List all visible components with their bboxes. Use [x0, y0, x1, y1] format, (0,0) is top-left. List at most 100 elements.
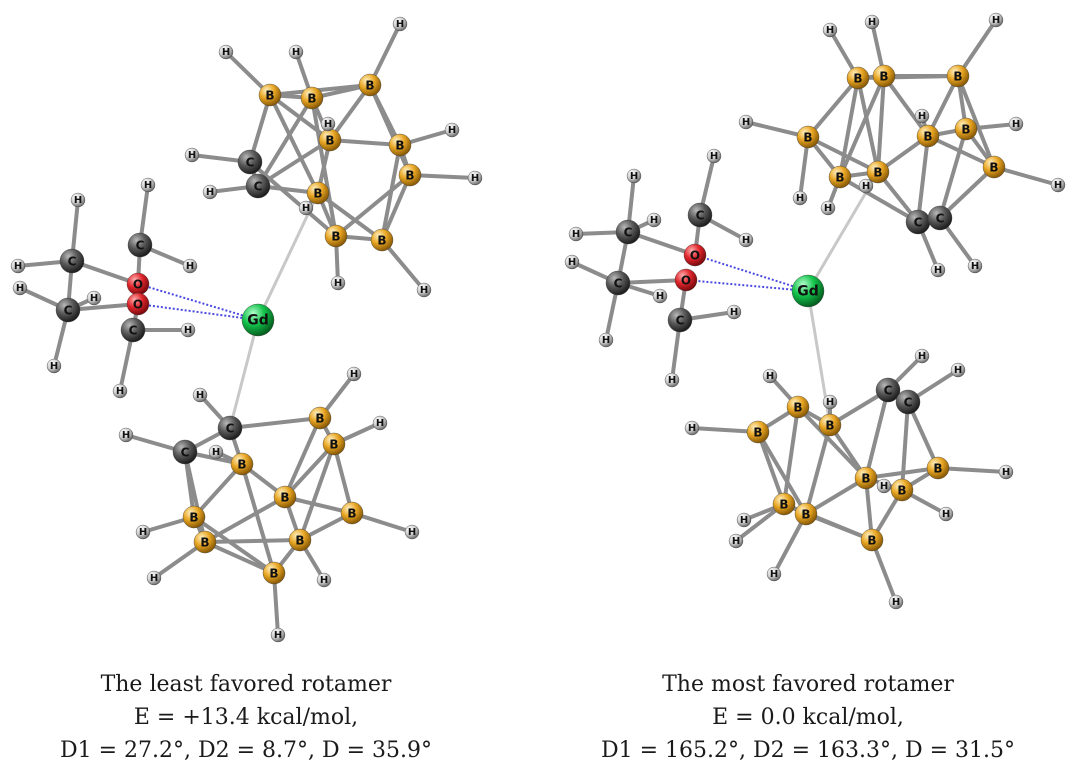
atom-label-h: H [918, 351, 926, 362]
atom-label-b: B [269, 567, 278, 581]
left-atom-o: O [126, 272, 150, 296]
right-atom-h: H [792, 190, 808, 206]
atom-label-b: B [897, 484, 906, 498]
least-favored-energy: E = +13.4 kcal/mol, [133, 705, 359, 730]
atom-label-h: H [74, 195, 82, 206]
right-atom-h: H [598, 332, 614, 348]
atom-label-c: C [246, 156, 255, 170]
left-atom-b: B [322, 432, 346, 456]
right-atom-o: O [683, 243, 707, 267]
right-atom-h: H [738, 114, 754, 130]
atom-label-h: H [971, 261, 979, 272]
atom-label-b: B [923, 130, 932, 144]
least-favored-title: The least favored rotamer [100, 672, 392, 697]
atom-label-b: B [265, 89, 274, 103]
atom-label-b: B [313, 187, 322, 201]
atom-label-h: H [710, 151, 718, 162]
bond [900, 400, 910, 492]
atom-label-h: H [942, 509, 950, 520]
left-atom-h: H [146, 570, 162, 586]
left-atom-c: C [245, 173, 271, 199]
atom-label-h: H [376, 418, 384, 429]
right-atom-h: H [876, 478, 892, 494]
bond [368, 22, 402, 87]
atom-label-h: H [796, 193, 804, 204]
bond [806, 76, 860, 139]
atom-label-c: C [136, 239, 145, 253]
atom-label-h: H [656, 291, 664, 302]
atom-label-h: H [1012, 119, 1020, 130]
atom-label-h: H [144, 180, 152, 191]
atom-label-b: B [331, 230, 340, 244]
atom-label-h: H [892, 597, 900, 608]
right-atom-h: H [664, 372, 680, 388]
right-atom-b: B [866, 160, 890, 184]
right-atom-h: H [1008, 116, 1024, 132]
right-atom-b: B [854, 466, 878, 490]
left-atom-c: C [217, 415, 243, 441]
bond [192, 515, 276, 575]
bond [283, 416, 322, 499]
atom-label-b: B [779, 498, 788, 512]
atom-label-h: H [222, 47, 230, 58]
left-atom-h: H [184, 147, 200, 163]
bond [938, 127, 968, 220]
left-atom-b: B [388, 133, 412, 157]
left-atom-b: B [273, 485, 297, 509]
left-atom-h: H [288, 44, 304, 60]
atom-label-h: H [766, 371, 774, 382]
atom-label-b: B [405, 169, 414, 183]
atom-label-c: C [624, 226, 633, 240]
atom-label-h: H [732, 536, 740, 547]
left-atom-h: H [298, 200, 314, 216]
most-favored-energy: E = 0.0 kcal/mol, [712, 705, 904, 730]
right-atom-b: B [786, 395, 810, 419]
right-atom-c: C [667, 307, 693, 333]
left-atom-h: H [118, 427, 134, 443]
right-atom-h: H [738, 232, 754, 248]
atom-label-c: C [68, 255, 77, 269]
right-atom-h: H [950, 362, 966, 378]
right-atom-h: H [967, 258, 983, 274]
bond [203, 540, 276, 575]
bond [756, 430, 786, 506]
bond [268, 93, 320, 195]
atom-label-h: H [150, 573, 158, 584]
right-atom-b: B [946, 64, 970, 88]
left-atom-h: H [135, 524, 151, 540]
atom-label-h: H [324, 119, 332, 130]
bond [916, 134, 930, 224]
bond [328, 83, 372, 142]
right-atom-h: H [564, 254, 580, 270]
atom-label-b: B [753, 426, 762, 440]
right-atom-b: B [794, 502, 818, 526]
bond [838, 175, 920, 224]
right-atom-b: B [860, 528, 884, 552]
left-atom-c: C [237, 149, 263, 175]
atom-label-h: H [918, 111, 926, 122]
left-atom-b: B [308, 406, 332, 430]
atom-label-b: B [835, 171, 844, 185]
atom-label-b: B [933, 462, 942, 476]
right-atom-gd: Gd [791, 274, 825, 308]
atom-label-b: B [315, 412, 324, 426]
bond [856, 76, 880, 174]
bond [838, 74, 886, 179]
right-atom-h: H [762, 368, 778, 384]
atom-label-b: B [961, 123, 970, 137]
right-atom-c: C [875, 377, 901, 403]
atom-label-h: H [630, 171, 638, 182]
left-atom-b: B [300, 86, 324, 110]
left-atom-h: H [12, 280, 28, 296]
left-atom-h: H [372, 415, 388, 431]
bond [926, 134, 996, 169]
atom-label-h: H [212, 447, 220, 458]
left-atom-h: H [392, 16, 408, 32]
atom-label-h: H [572, 229, 580, 240]
right-atom-h: H [998, 464, 1014, 480]
atom-label-h: H [14, 261, 22, 272]
left-atom-b: B [262, 561, 286, 585]
right-atom-b: B [818, 413, 842, 437]
coordination-bond [228, 319, 260, 429]
atom-label-c: C [914, 216, 923, 230]
